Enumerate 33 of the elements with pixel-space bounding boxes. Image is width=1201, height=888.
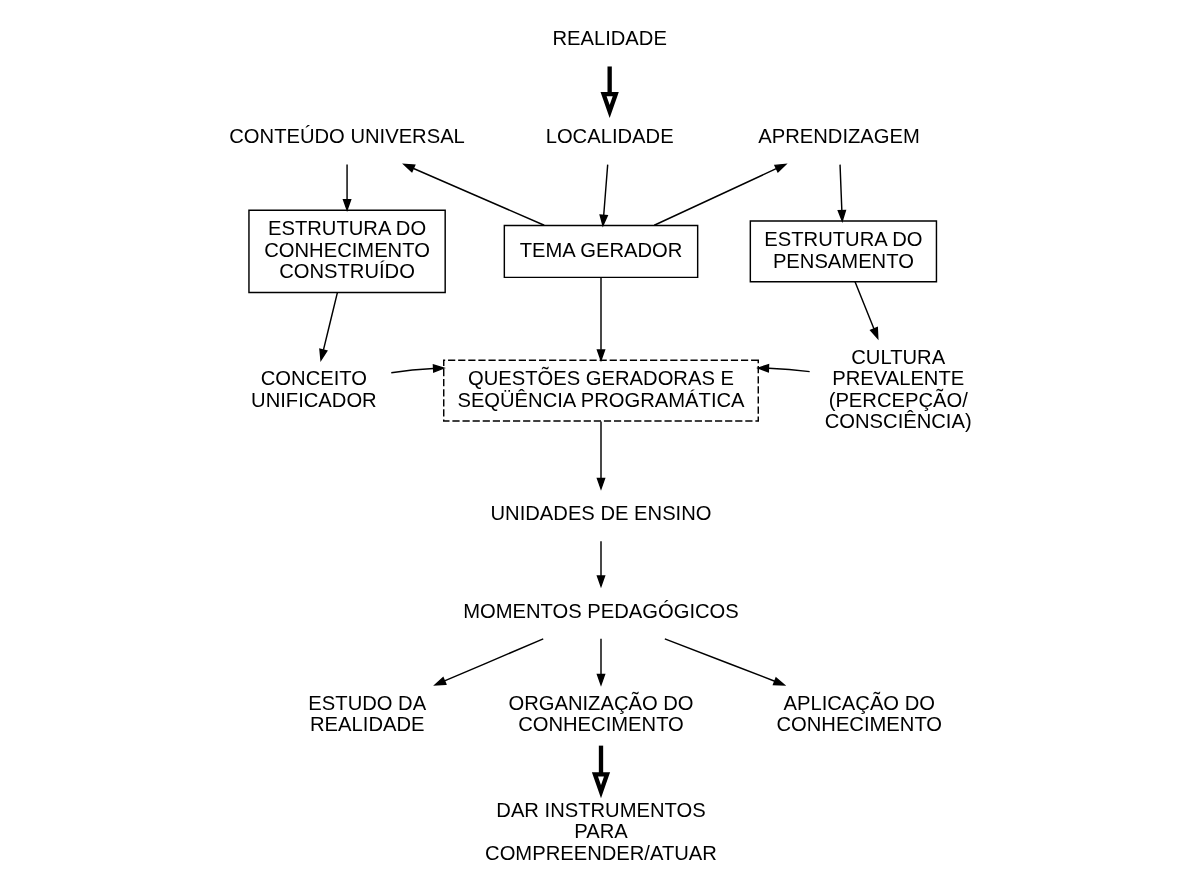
node-text: APRENDIZAGEM xyxy=(757,125,920,148)
arrow xyxy=(595,540,606,589)
node-text: REALIDADE xyxy=(551,27,667,50)
arrow xyxy=(663,638,786,686)
arrow xyxy=(595,638,606,687)
node-text: UNIDADES DE ENSINO xyxy=(490,502,711,525)
arrow xyxy=(755,363,810,373)
arrow xyxy=(595,277,606,363)
arrow xyxy=(432,638,544,686)
arrow xyxy=(390,364,446,374)
node-text: MOMENTOS PEDAGÓGICOS xyxy=(462,600,739,623)
node-text: CONCEITO UNIFICADOR xyxy=(250,367,377,411)
node-text: APLICAÇÃO DO CONHECIMENTO xyxy=(775,691,942,736)
arrow xyxy=(853,281,879,341)
arrow xyxy=(401,163,545,226)
node-box: ESTRUTURA DO CONHECIMENTO CONSTRUÍDO xyxy=(247,209,446,294)
arrow xyxy=(836,163,846,223)
arrow xyxy=(653,163,788,226)
node-text: CONTEÚDO UNIVERSAL xyxy=(228,125,465,148)
node-text: DAR INSTRUMENTOS PARA COMPREENDER/ATUAR xyxy=(484,798,717,864)
arrow xyxy=(595,420,606,491)
arrow xyxy=(591,745,610,799)
node-text: ORGANIZAÇÃO DO CONHECIMENTO xyxy=(507,691,694,736)
node-box: ESTRUTURA DO PENSAMENTO xyxy=(749,220,937,283)
node-box: QUESTÕES GERADORAS E SEQÜÊNCIA PROGRAMÁTICA xyxy=(442,359,759,422)
node-text: LOCALIDADE xyxy=(545,125,674,148)
arrow xyxy=(598,163,608,228)
arrow xyxy=(318,291,338,363)
node-text: ESTUDO DA REALIDADE xyxy=(307,691,426,736)
node-text: CULTURA PREVALENTE (PERCEPÇÃO/ CONSCIÊNCIA) xyxy=(824,345,972,433)
arrow xyxy=(600,66,619,119)
arrow xyxy=(342,163,352,213)
node-box: TEMA GERADOR xyxy=(503,224,698,279)
